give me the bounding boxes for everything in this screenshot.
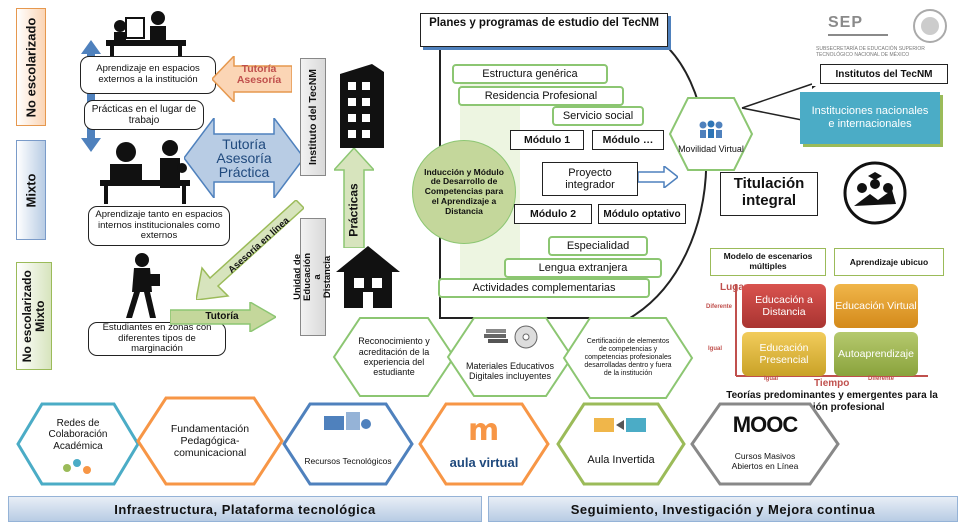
plan-item-servicio: Servicio social xyxy=(552,106,644,126)
vertical-double-arrow xyxy=(81,40,101,152)
lugar-diferente-label: Diferente xyxy=(706,304,733,310)
hex-aula-virtual: m aula virtual xyxy=(418,402,550,486)
titulacion-integral-box: Titulación integral xyxy=(720,172,818,216)
hex-redes: Redes de Colaboración Académica xyxy=(16,402,140,486)
institutos-tecnm-box: Institutos del TecNM xyxy=(820,64,948,84)
modality-no-escolarizado: No escolarizado xyxy=(16,8,46,126)
tutoria-arrow xyxy=(170,302,276,332)
graduation-group-icon xyxy=(843,161,907,225)
tutoria-asesoria-practica-arrow xyxy=(184,118,304,198)
quadrant-educacion-distancia: Educación a Distancia xyxy=(742,284,826,328)
tutoria-asesoria-label: Tutoría Asesoría xyxy=(236,63,282,87)
tutoria-asesoria-practica-label: Tutoría Asesoría Práctica xyxy=(216,136,272,180)
hex-recursos: Recursos Tecnológicos xyxy=(282,402,414,486)
modality-no-escolarizado-mixto-label: No escolarizado Mixto xyxy=(19,269,47,363)
scenario-axes xyxy=(735,284,928,377)
instituto-tecnm-label: Instituto del TecNM xyxy=(300,58,326,176)
hex-certificacion: Certificación de elementos de competenci… xyxy=(562,316,694,400)
modality-no-escolarizado-label: No escolarizado xyxy=(23,17,39,117)
flipped-class-icon xyxy=(594,418,646,432)
footer-infraestructura: Infraestructura, Plataforma tecnológica xyxy=(8,496,482,522)
tutoria-label: Tutoría xyxy=(205,311,239,322)
hex-aula-invertida: Aula Invertida xyxy=(556,402,686,486)
lugar-axis-label: Lugar xyxy=(720,282,748,293)
hex-reconocimiento: Reconocimiento y acreditación de la expe… xyxy=(332,316,456,398)
quadrant-autoaprendizaje: Autoaprendizaje xyxy=(834,332,918,376)
proyecto-integrador: Proyecto integrador xyxy=(542,162,638,196)
sep-logo: SEP xyxy=(828,14,864,31)
modulo-1: Módulo 1 xyxy=(510,130,584,150)
teorias-label: Teorías predominantes y emergentes para … xyxy=(726,390,938,413)
classroom-people-illustration xyxy=(100,140,190,204)
people-network-icon xyxy=(699,120,723,138)
asesoria-en-linea-arrow xyxy=(196,200,304,300)
unidad-educacion-distancia-label: Unidad de Educación a Distancia xyxy=(292,218,333,336)
hex-mooc: MOOC Cursos Masivos Abiertos en Línea xyxy=(690,402,840,486)
lugar-igual-label: Igual xyxy=(708,346,723,352)
walking-student-illustration xyxy=(126,253,160,318)
tiempo-axis-label: Tiempo xyxy=(814,378,850,389)
footer-seguimiento: Seguimiento, Investigación y Mejora cont… xyxy=(488,496,958,522)
hex-materiales: Materiales Educativos Digitales incluyen… xyxy=(446,316,574,398)
tiempo-diferente-label: Diferente xyxy=(868,376,895,382)
sep-logo-box: SEP SUBSECRETARÍA DE EDUCACIÓN SUPERIOR … xyxy=(812,6,954,86)
modality-no-escolarizado-mixto: No escolarizado Mixto xyxy=(16,262,52,370)
modality-mixto: Mixto xyxy=(16,140,46,240)
plan-title: Planes y programas de estudio del TecNM xyxy=(420,13,668,47)
tiempo-igual-label: Igual xyxy=(764,376,779,382)
modulo-2: Módulo 2 xyxy=(514,204,592,224)
aprendizaje-ubicuo-label: Aprendizaje ubicuo xyxy=(834,248,944,276)
plan-item-estructura: Estructura genérica xyxy=(452,64,608,84)
sep-logo-underline xyxy=(828,34,888,36)
quadrant-educacion-presencial: Educación Presencial xyxy=(742,332,826,376)
induccion-circle: Inducción y Módulo de Desarrollo de Comp… xyxy=(412,140,516,244)
network-icon xyxy=(63,459,91,474)
tutoria-asesoria-arrow xyxy=(212,56,292,102)
modality-mixto-label: Mixto xyxy=(23,173,39,207)
desk-people-illustration xyxy=(106,11,186,60)
instituciones-nacionales-box: Instituciones nacionales e internacional… xyxy=(800,92,940,144)
modulo-optativo: Módulo optativo xyxy=(598,204,686,224)
sep-subtitle: SUBSECRETARÍA DE EDUCACIÓN SUPERIOR TECN… xyxy=(816,46,925,58)
practicas-arrow xyxy=(334,148,374,248)
bubble-estudiantes-zonas: Estudiantes en zonas con diferentes tipo… xyxy=(88,322,226,356)
plan-item-especialidad: Especialidad xyxy=(548,236,648,256)
plan-item-actividades: Actividades complementarias xyxy=(438,278,650,298)
modelo-escenarios-label: Modelo de escenarios múltiples xyxy=(710,248,826,276)
tech-resources-icon xyxy=(324,412,371,430)
plan-item-residencia: Residencia Profesional xyxy=(458,86,624,106)
proyecto-to-movilidad-arrow xyxy=(638,166,678,188)
practicas-label: Prácticas xyxy=(347,183,361,237)
books-disc-icon xyxy=(484,325,538,349)
moodle-logo-icon: m xyxy=(468,413,500,448)
bubble-aprendizaje-ambos: Aprendizaje tanto en espacios internos i… xyxy=(88,206,230,246)
mooc-logo-icon: MOOC xyxy=(732,412,798,437)
house-icon xyxy=(336,246,400,308)
bubble-aprendizaje-externo: Aprendizaje en espacios externos a la in… xyxy=(80,56,216,94)
plan-item-lengua: Lengua extranjera xyxy=(504,258,662,278)
movilidad-virtual-hex: Movilidad Virtual xyxy=(668,96,754,172)
modulo-n: Módulo … xyxy=(592,130,664,150)
bubble-practicas-trabajo: Prácticas en el lugar de trabajo xyxy=(84,100,204,130)
hex-fundamentacion: Fundamentación Pedagógica-comunicacional xyxy=(136,396,284,486)
quadrant-educacion-virtual: Educación Virtual xyxy=(834,284,918,328)
sep-seal-icon xyxy=(913,9,947,43)
building-icon xyxy=(340,64,384,148)
